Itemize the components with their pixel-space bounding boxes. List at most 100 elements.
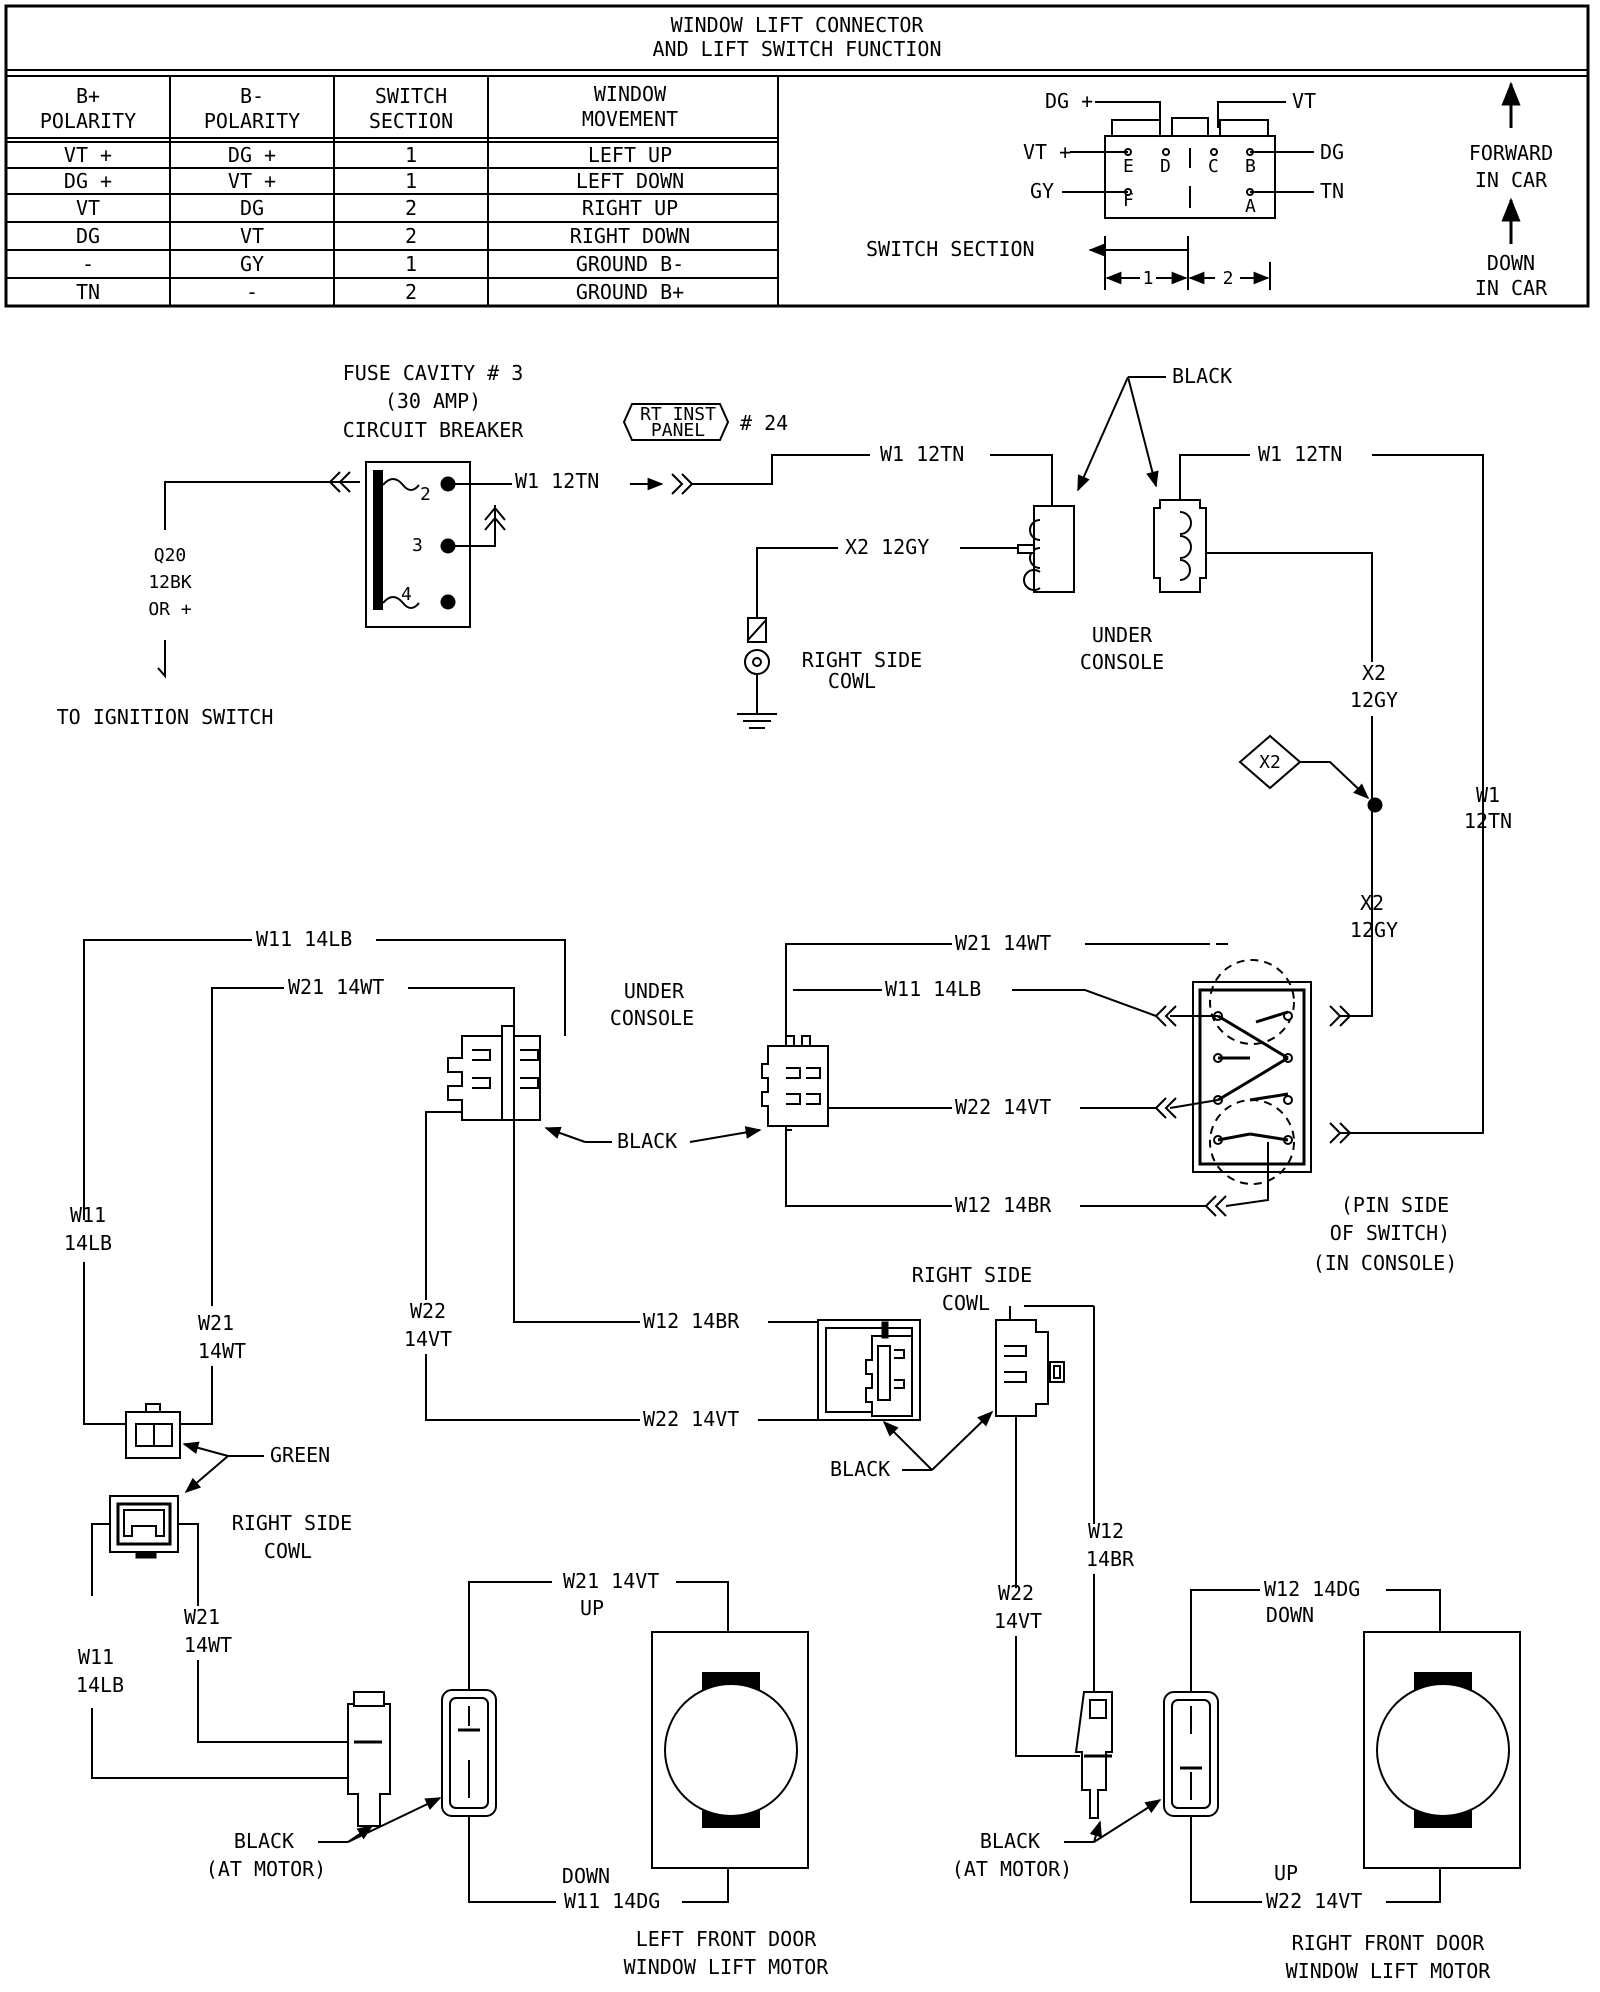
row5-bplus: - [82, 252, 94, 276]
fuse-cavity-circuit-breaker: FUSE CAVITY # 3 (30 AMP) CIRCUIT BREAKER… [343, 361, 525, 628]
down-right-label: DOWN [1266, 1603, 1314, 1627]
fuse-label-line3: CIRCUIT BREAKER [343, 418, 525, 442]
header-movement: MOVEMENT [582, 107, 678, 131]
w12-14br-label-a: W12 14BR [955, 1193, 1052, 1217]
switch-connector-body [1104, 117, 1276, 219]
w11-label-v1: W11 [70, 1203, 106, 1227]
table-row: VT + DG + 1 LEFT UP [64, 143, 672, 167]
rt-inst-line2: PANEL [651, 420, 705, 441]
fuse-label-line2: (30 AMP) [385, 389, 481, 413]
under-console-mid-line1: UNDER [624, 979, 685, 1003]
w22-label-v1: W22 [410, 1299, 446, 1323]
x2-diamond-label: X2 [1259, 752, 1281, 773]
fuse-pin-4: 4 [401, 584, 412, 605]
under-console-connector-mid-left: BLACK [447, 1025, 762, 1153]
down-left-label: DOWN [562, 1864, 610, 1888]
black-label-low: BLACK [830, 1457, 890, 1481]
row5-bminus: GY [240, 252, 264, 276]
switch-section-label: SWITCH SECTION [866, 237, 1035, 261]
window-switch-pin-side: (PIN SIDE OF SWITCH) (IN CONSOLE) [1192, 959, 1458, 1275]
under-console-connector-mid-right: UNDER CONSOLE [610, 979, 829, 1127]
black-at-motor-l2: (AT MOTOR) [206, 1857, 326, 1881]
row5-section: 1 [405, 252, 417, 276]
left-motor-line1: LEFT FRONT DOOR [636, 1927, 818, 1951]
row3-section: 2 [405, 196, 417, 220]
14vt-label-v1: 14VT [404, 1327, 452, 1351]
down-line2: IN CAR [1475, 276, 1548, 300]
function-table: WINDOW LIFT CONNECTOR AND LIFT SWITCH FU… [4, 4, 1590, 308]
table-row: VT DG 2 RIGHT UP [76, 196, 678, 220]
row4-bminus: VT [240, 224, 264, 248]
row4-movement: RIGHT DOWN [570, 224, 690, 248]
right-side-cowl-connectors: RIGHT SIDE COWL BLACK [817, 1263, 1095, 1588]
right-cowl-line1: RIGHT SIDE [802, 648, 922, 672]
under-console-mid-line2: CONSOLE [610, 1006, 694, 1030]
up-left-label: UP [580, 1596, 604, 1620]
left-motor-icon [664, 1683, 798, 1817]
forward-line1: FORWARD [1469, 141, 1553, 165]
row2-bplus: DG + [64, 169, 112, 193]
table-title-line1: WINDOW LIFT CONNECTOR [671, 13, 925, 37]
right-cowl2-line2: COWL [942, 1291, 990, 1315]
black-label-mid: BLACK [617, 1129, 677, 1153]
connector-face-view: DG + VT E D C B F A VT + DG GY TN SWI [866, 81, 1553, 300]
pin-a: A [1245, 196, 1256, 217]
label-tn: TN [1320, 179, 1344, 203]
w11-14dg-label: W11 14DG [564, 1889, 660, 1913]
x2-splice-diamond [1238, 734, 1302, 790]
row1-section: 1 [405, 143, 417, 167]
w21-14vt-label: W21 14VT [563, 1569, 659, 1593]
row3-bplus: VT [76, 196, 100, 220]
w12-label-v: W12 [1088, 1519, 1124, 1543]
table-title-line2: AND LIFT SWITCH FUNCTION [653, 37, 942, 61]
w1-12tn-feed: W1 12TN W1 12TN [455, 442, 1053, 547]
under-console-connector-top: BLACK UNDER CONSOLE [1017, 364, 1232, 674]
up-right-label: UP [1274, 1861, 1298, 1885]
w21-14wt-label-a: W21 14WT [288, 975, 384, 999]
w22-14vt-label-b: W22 14VT [643, 1407, 739, 1431]
green-cowl-connectors: GREEN RIGHT SIDE COWL W11 14LB W21 14WT [76, 1403, 352, 1779]
w1-12tn-label-a: W1 12TN [515, 469, 599, 493]
header-b-minus-polarity: POLARITY [204, 109, 300, 133]
right-cowl-line2: COWL [828, 669, 876, 693]
label-vt-top: VT [1292, 89, 1316, 113]
pin-e: E [1123, 156, 1134, 177]
row5-movement: GROUND B- [576, 252, 684, 276]
right-motor-connectors: W12 14BR W22 14VT W12 14DG DOWN UP W22 1… [952, 1519, 1441, 1913]
w21-label-v1: W21 [198, 1311, 234, 1335]
fuse-pin-3: 3 [412, 535, 423, 556]
left-motor-connectors: W21 14VT UP DOWN W11 14DG BLACK (AT MOTO… [206, 1569, 729, 1913]
to-ignition-switch: TO IGNITION SWITCH [57, 705, 274, 729]
row6-bminus: - [246, 280, 258, 304]
row3-movement: RIGHT UP [582, 196, 678, 220]
row6-bplus: TN [76, 280, 100, 304]
pin-side-line3: (IN CONSOLE) [1313, 1251, 1458, 1275]
right-cowl3-line2: COWL [264, 1539, 312, 1563]
14lb-label-v1: 14LB [64, 1231, 112, 1255]
fuse-label-line1: FUSE CAVITY # 3 [343, 361, 524, 385]
rt-inst-line1: RT INST [640, 404, 716, 425]
x2-12gy-label: X2 12GY [845, 535, 929, 559]
14vt-label-v2: 14VT [994, 1609, 1042, 1633]
right-motor-icon [1376, 1683, 1510, 1817]
w1-12tn-label-b: W1 12TN [880, 442, 964, 466]
forward-line2: IN CAR [1475, 168, 1548, 192]
header-b-plus: B+ [76, 84, 100, 108]
w21-14wt-label-b: W21 14WT [955, 931, 1051, 955]
row6-section: 2 [405, 280, 417, 304]
row1-bplus: VT + [64, 143, 112, 167]
header-b-plus-polarity: POLARITY [40, 109, 136, 133]
row4-bplus: DG [76, 224, 100, 248]
12gy-label-a: 12GY [1350, 688, 1398, 712]
splice-dot [1367, 797, 1383, 813]
left-front-door-motor: LEFT FRONT DOOR WINDOW LIFT MOTOR [624, 1631, 830, 1979]
w11-14lb-label-b: W11 14LB [885, 977, 981, 1001]
w1-12tn-right-run: W1 12TN W1 12TN [1179, 442, 1512, 1144]
w1-12tn-label-c: W1 12TN [1258, 442, 1342, 466]
left-motor-line2: WINDOW LIFT MOTOR [624, 1955, 830, 1979]
table-row: DG + VT + 1 LEFT DOWN [64, 169, 684, 193]
down-line1: DOWN [1487, 251, 1535, 275]
fuse-pin-2: 2 [420, 484, 431, 505]
q20-line2: 12BK [148, 572, 192, 593]
w11-label-v2: W11 [78, 1645, 114, 1669]
